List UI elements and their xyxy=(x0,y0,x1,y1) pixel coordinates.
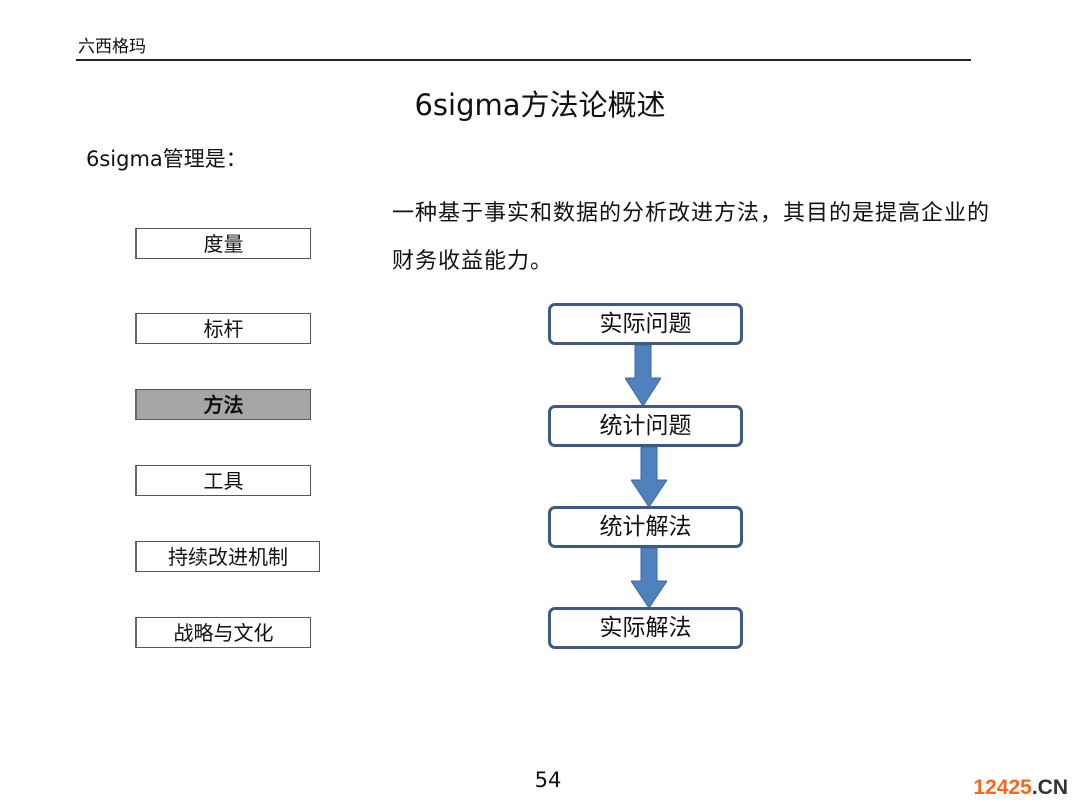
item-continuous-improvement: 持续改进机制 xyxy=(135,541,320,572)
watermark-logo: 12425.CN xyxy=(973,776,1068,800)
flow-step-real-solution: 实际解法 xyxy=(548,607,743,649)
item-measure: 度量 xyxy=(135,228,311,259)
header-divider xyxy=(76,59,971,61)
intro-text: 6sigma管理是： xyxy=(86,147,247,171)
description-text: 一种基于事实和数据的分析改进方法，其目的是提高企业的财务收益能力。 xyxy=(392,201,991,274)
flow-step-statistical-solution: 统计解法 xyxy=(548,506,743,548)
watermark-suffix: .CN xyxy=(1031,776,1068,799)
slide-header: 六西格玛 xyxy=(78,37,146,57)
item-tools: 工具 xyxy=(135,465,311,496)
item-strategy-culture: 战略与文化 xyxy=(135,617,311,648)
down-arrow-icon xyxy=(631,447,667,507)
item-method-selected: 方法 xyxy=(135,389,311,420)
item-benchmark: 标杆 xyxy=(135,313,311,344)
flow-step-real-problem: 实际问题 xyxy=(548,303,743,345)
page-number: 54 xyxy=(534,768,562,792)
flow-step-statistical-problem: 统计问题 xyxy=(548,405,743,447)
slide-title: 6sigma方法论概述 xyxy=(414,88,666,122)
watermark-number: 12425 xyxy=(973,776,1032,799)
down-arrow-icon xyxy=(625,345,661,406)
down-arrow-icon xyxy=(631,548,667,608)
